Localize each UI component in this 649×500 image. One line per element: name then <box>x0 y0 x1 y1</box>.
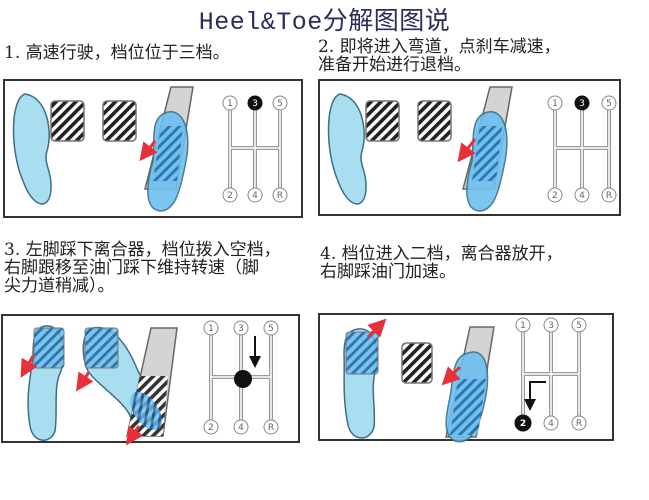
svg-text:3: 3 <box>238 324 244 334</box>
left-foot-icon <box>27 325 65 441</box>
brake-pedal-icon <box>401 342 433 384</box>
clutch-arrow-icon <box>20 355 38 378</box>
diagram-title: Heel&Toe分解图图说 <box>198 8 451 37</box>
svg-text:4: 4 <box>252 191 258 201</box>
clutch-release-arrow-icon <box>366 318 387 339</box>
gear-shift-diagram <box>522 330 580 418</box>
svg-text:2: 2 <box>552 191 558 201</box>
caption-step-4: 4. 档位进入二档，离合器放开， 右脚踩油门加速。 <box>320 244 563 282</box>
panel-step-4: 1 3 5 2 4 R <box>318 313 614 443</box>
caption-step-3: 3. 左脚踩下离合器，档位拨入空档， 右脚跟移至油门踩下维持转速（脚 尖力道稍减… <box>4 240 281 296</box>
foot-motion-arrow-icon <box>139 140 158 162</box>
brake-pedal-icon <box>84 327 119 369</box>
caption-step-2: 2. 即将进入弯道，点刹车减速， 准备开始进行退档。 <box>318 37 561 75</box>
svg-text:R: R <box>606 191 612 201</box>
toe-arrow-icon <box>441 365 462 386</box>
caption-step-1: 1. 高速行驶，档位位于三档。 <box>4 43 230 63</box>
svg-text:3: 3 <box>579 99 585 109</box>
right-foot-icon <box>466 111 508 212</box>
left-foot-icon <box>327 93 367 205</box>
right-foot-icon <box>147 111 189 212</box>
neutral-position-icon <box>234 370 252 388</box>
gear-shift-diagram <box>554 108 610 189</box>
left-foot-icon <box>343 328 379 439</box>
svg-text:2: 2 <box>208 423 214 433</box>
right-foot-icon <box>445 351 489 443</box>
svg-text:5: 5 <box>606 99 612 109</box>
shift-arrow-icon <box>524 381 546 411</box>
svg-text:2: 2 <box>520 419 526 429</box>
svg-text:1: 1 <box>227 99 233 109</box>
svg-text:R: R <box>268 423 274 433</box>
clutch-pedal-icon <box>50 100 85 142</box>
svg-text:4: 4 <box>238 423 244 433</box>
svg-text:4: 4 <box>579 191 585 201</box>
svg-text:1: 1 <box>520 321 526 331</box>
clutch-pedal-icon <box>33 327 65 369</box>
left-foot-icon <box>12 93 52 205</box>
panel-step-3: 1 3 5 2 4 R <box>1 314 300 445</box>
panel-step-1: 1 3 5 2 4 R <box>3 79 303 218</box>
brake-arrow-icon <box>76 371 94 392</box>
svg-text:4: 4 <box>548 419 554 429</box>
svg-text:5: 5 <box>268 324 274 334</box>
svg-text:1: 1 <box>552 99 558 109</box>
svg-text:R: R <box>277 191 283 201</box>
heel-arrow-icon <box>126 425 144 445</box>
svg-text:3: 3 <box>252 99 258 109</box>
svg-text:1: 1 <box>208 324 214 334</box>
clutch-pedal-icon <box>345 331 379 375</box>
brake-pedal-icon <box>417 100 452 142</box>
svg-text:2: 2 <box>227 191 233 201</box>
svg-text:R: R <box>576 419 582 429</box>
panel-step-2: 1 3 5 2 4 R <box>318 79 621 216</box>
svg-text:5: 5 <box>277 99 283 109</box>
brake-pedal-icon <box>102 100 137 142</box>
svg-text:5: 5 <box>576 321 582 331</box>
foot-motion-arrow-icon <box>457 138 477 163</box>
svg-text:3: 3 <box>548 321 554 331</box>
clutch-pedal-icon <box>365 100 400 142</box>
